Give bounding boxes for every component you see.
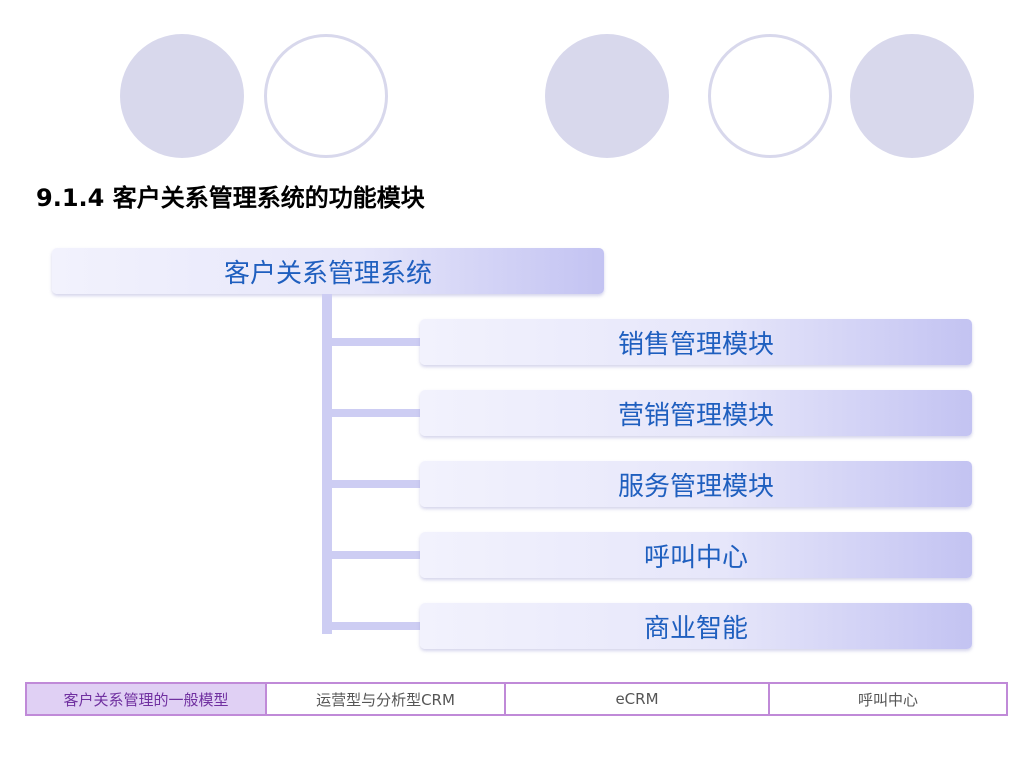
diagram-node-sales-module: 销售管理模块: [420, 319, 972, 365]
decorative-circle-outline: [264, 34, 388, 158]
slide-nav-tabs: 客户关系管理的一般模型 运营型与分析型CRM eCRM 呼叫中心: [25, 682, 1008, 716]
diagram-branch-connector: [322, 622, 422, 630]
diagram-branch-connector: [322, 480, 422, 488]
decorative-circle-filled: [120, 34, 244, 158]
tab-operational-analytical-crm[interactable]: 运营型与分析型CRM: [267, 684, 506, 714]
diagram-branch-connector: [322, 409, 422, 417]
diagram-node-business-intelligence: 商业智能: [420, 603, 972, 649]
diagram-node-call-center: 呼叫中心: [420, 532, 972, 578]
decorative-circle-outline: [708, 34, 832, 158]
diagram-branch-connector: [322, 338, 422, 346]
decorative-circle-filled: [850, 34, 974, 158]
diagram-node-marketing-module: 营销管理模块: [420, 390, 972, 436]
diagram-node-service-module: 服务管理模块: [420, 461, 972, 507]
section-title: 客户关系管理系统的功能模块: [112, 184, 425, 212]
slide-title: 9.1.4 客户关系管理系统的功能模块: [36, 178, 425, 213]
section-number: 9.1.4: [36, 184, 105, 212]
tab-call-center[interactable]: 呼叫中心: [770, 684, 1006, 714]
diagram-root-node: 客户关系管理系统: [52, 248, 604, 294]
tab-ecrm[interactable]: eCRM: [506, 684, 770, 714]
tab-general-model[interactable]: 客户关系管理的一般模型: [27, 684, 267, 714]
diagram-trunk-connector: [322, 294, 332, 634]
diagram-branch-connector: [322, 551, 422, 559]
decorative-circle-filled: [545, 34, 669, 158]
